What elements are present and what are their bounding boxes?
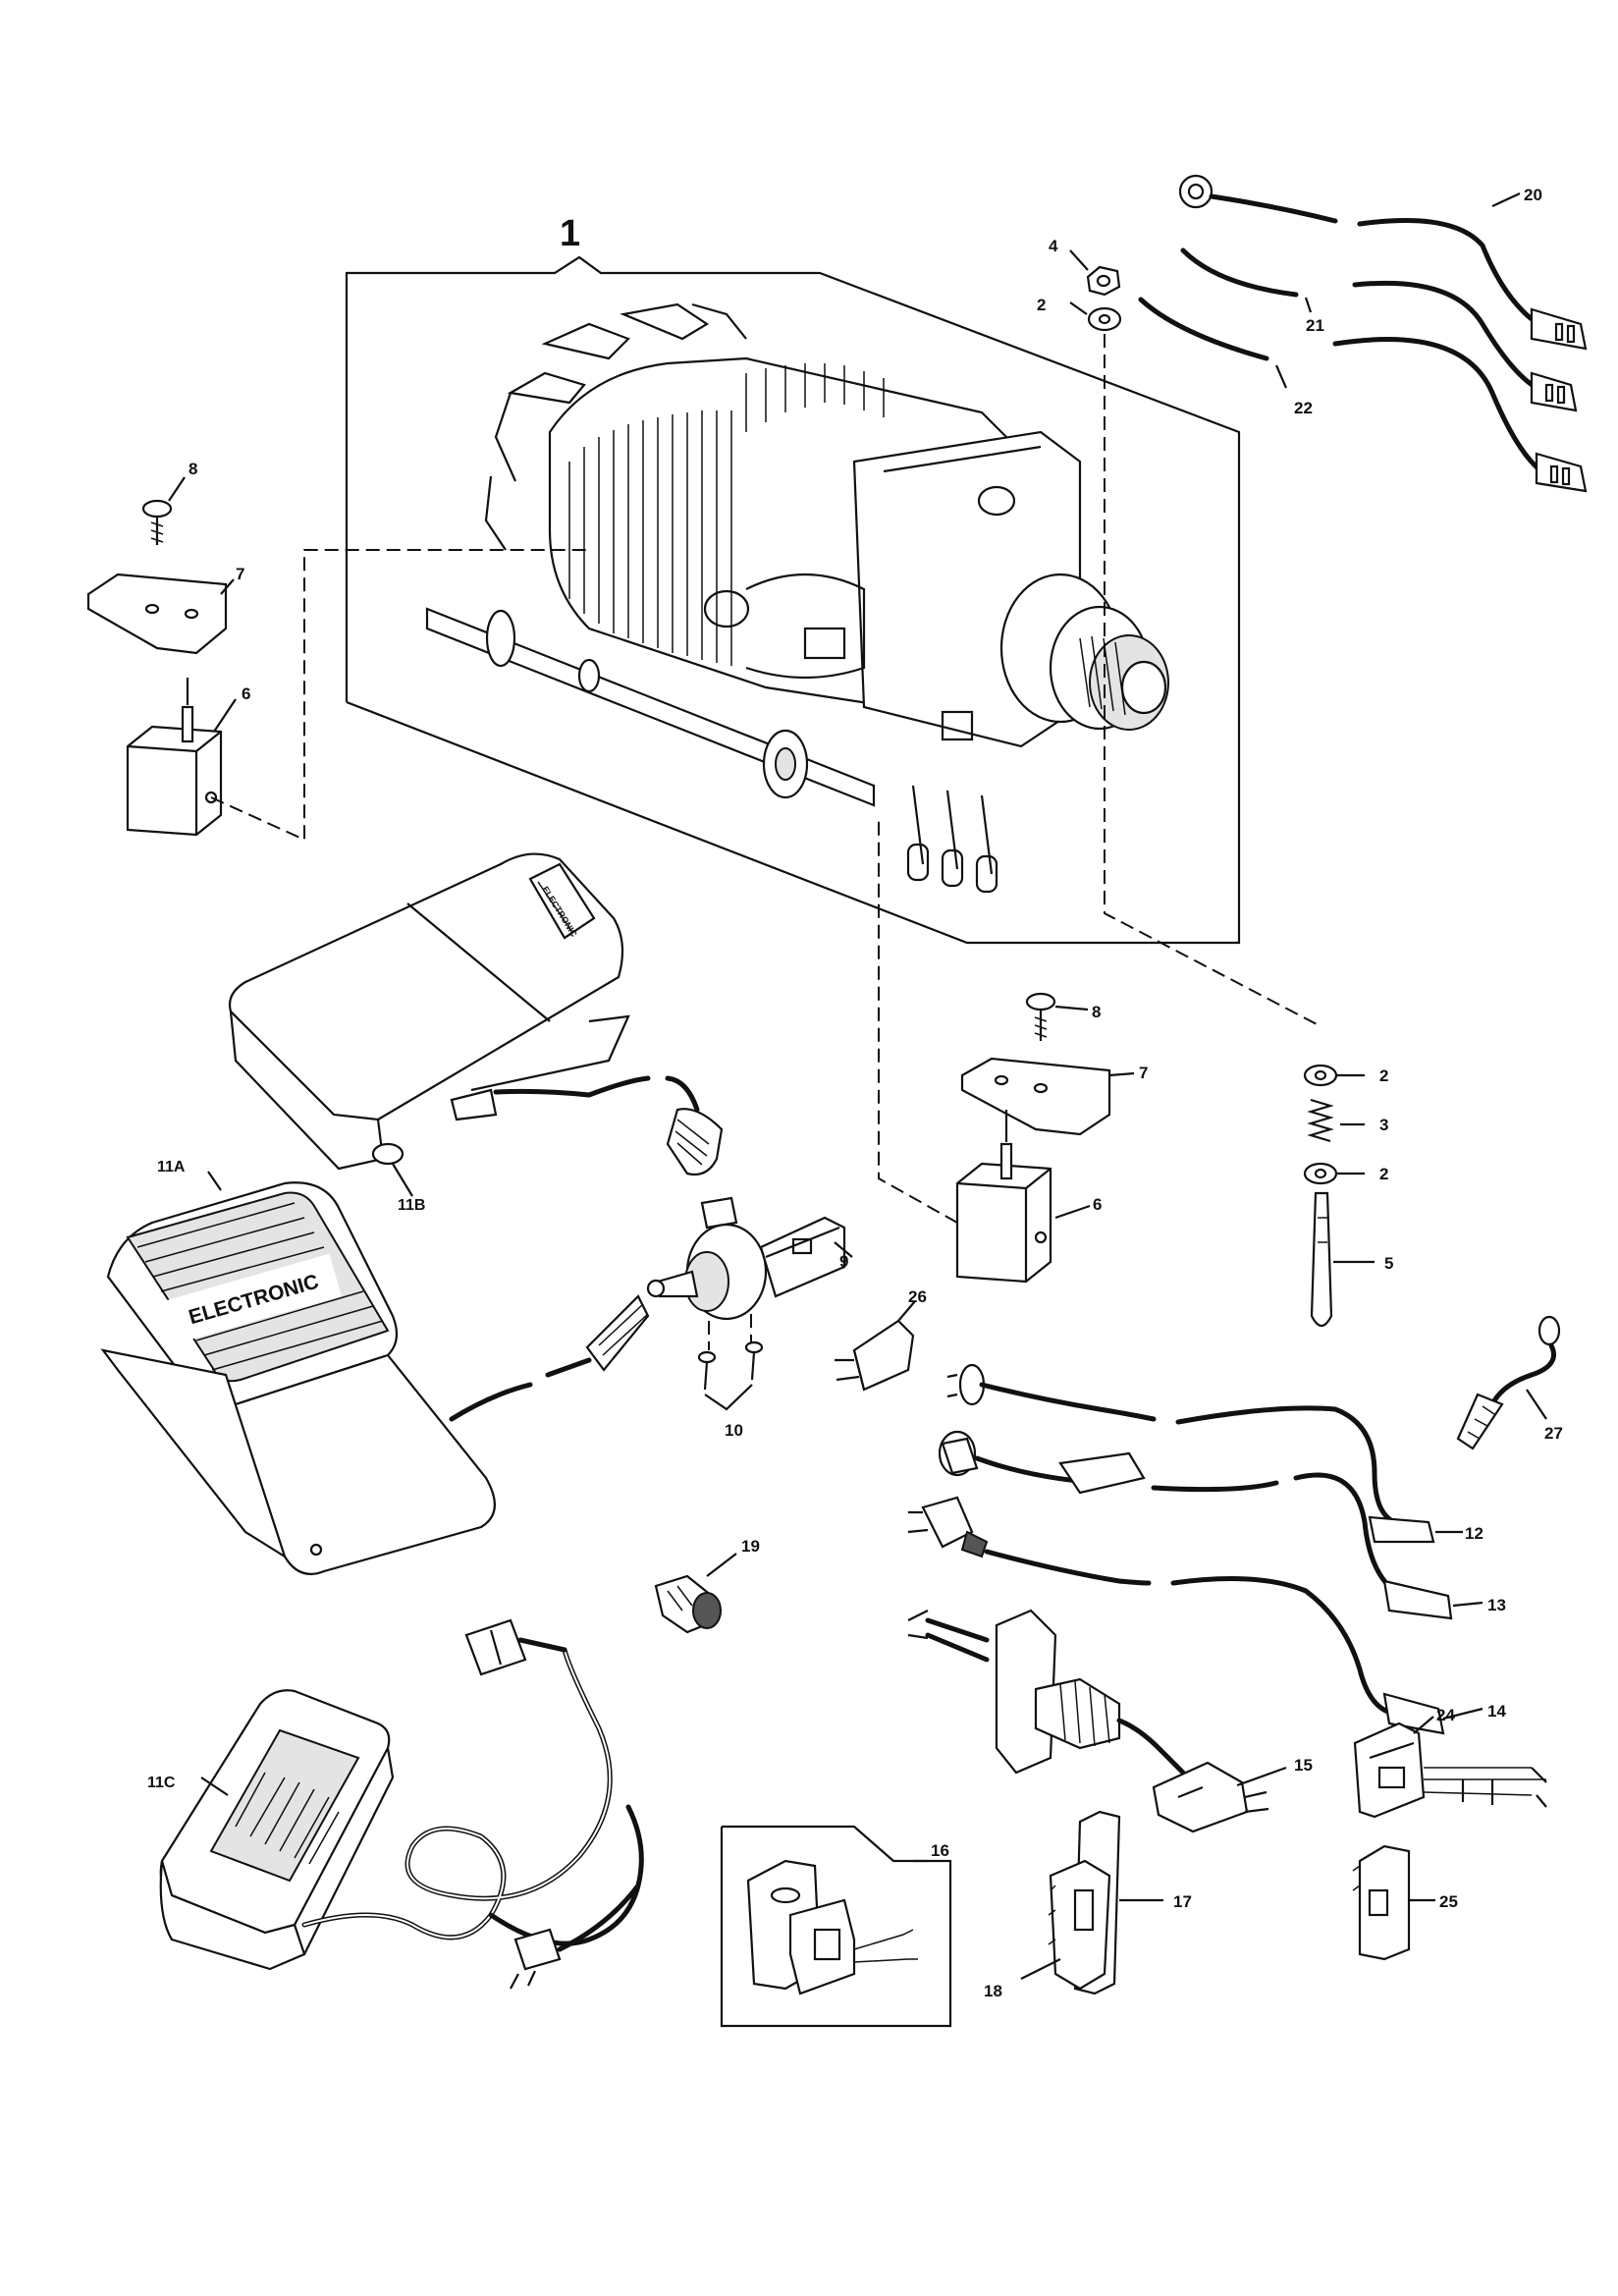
label-20: 20 xyxy=(1524,186,1542,204)
screw-left xyxy=(141,499,173,545)
spring-stack-bottom xyxy=(1303,1064,1375,1328)
label-6-left: 6 xyxy=(242,684,250,703)
label-8-right: 8 xyxy=(1092,1003,1101,1021)
label-1: 1 xyxy=(560,213,580,254)
foot-control-11a: ELECTRONIC xyxy=(100,1171,650,1575)
cord-set-15 xyxy=(907,1609,1287,1833)
motor-shaft xyxy=(425,607,876,807)
label-11a: 11A xyxy=(157,1159,186,1175)
motor-pulley xyxy=(999,573,1169,731)
label-21: 21 xyxy=(1306,316,1324,335)
power-cord-13 xyxy=(938,1430,1483,1620)
label-24: 24 xyxy=(1436,1706,1455,1724)
label-18: 18 xyxy=(984,1982,1002,2000)
part-16-box xyxy=(720,1825,952,2028)
label-25: 25 xyxy=(1439,1892,1458,1911)
label-6-right: 6 xyxy=(1093,1195,1102,1214)
label-16: 16 xyxy=(931,1841,949,1860)
label-7-right: 7 xyxy=(1139,1064,1148,1082)
label-9: 9 xyxy=(839,1252,848,1271)
label-11c: 11C xyxy=(147,1775,176,1791)
label-17: 17 xyxy=(1173,1892,1192,1911)
label-26: 26 xyxy=(908,1287,927,1306)
part-25-clip xyxy=(1352,1844,1435,1961)
label-2-top: 2 xyxy=(1037,296,1046,314)
part-number-labels: 1 4 2 20 21 22 8 7 6 8 7 6 2 3 2 5 11B 1… xyxy=(147,186,1563,2000)
power-cord-12 xyxy=(946,1363,1463,1544)
foot-control-11b xyxy=(228,852,724,1197)
spring-stack-top xyxy=(1069,249,1321,1027)
motor-fan xyxy=(484,302,747,551)
label-2-mid: 2 xyxy=(1379,1066,1388,1085)
motor-laminations xyxy=(568,363,885,666)
wire-nut-19 xyxy=(654,1553,737,1634)
wire-20 xyxy=(1178,174,1588,351)
screws-10 xyxy=(697,1340,764,1411)
motor-terminals xyxy=(906,785,998,894)
foot-control-11c xyxy=(159,1618,644,1990)
label-15: 15 xyxy=(1294,1756,1313,1775)
label-22: 22 xyxy=(1294,399,1313,417)
label-5: 5 xyxy=(1384,1254,1393,1273)
left-brush-group xyxy=(86,476,589,842)
label-8-left: 8 xyxy=(189,460,197,478)
plug-adapter-26 xyxy=(835,1300,916,1392)
part-24-connector xyxy=(1353,1716,1547,1819)
label-13: 13 xyxy=(1487,1596,1506,1614)
pedal-11c-texture xyxy=(235,1772,340,1865)
motor-illustration xyxy=(425,302,1169,894)
motor-assembly-bracket xyxy=(345,255,1241,945)
label-7-left: 7 xyxy=(236,565,244,583)
label-12: 12 xyxy=(1465,1524,1483,1543)
label-10: 10 xyxy=(725,1421,743,1440)
pedal-11a-texture xyxy=(136,1202,384,1371)
controller-connector-9 xyxy=(646,1196,853,1411)
label-11b: 11B xyxy=(398,1197,425,1214)
label-2-low: 2 xyxy=(1379,1165,1388,1183)
label-4: 4 xyxy=(1049,237,1058,255)
label-3: 3 xyxy=(1379,1116,1388,1134)
label-19: 19 xyxy=(741,1537,760,1556)
label-14: 14 xyxy=(1487,1702,1506,1721)
screw-right xyxy=(1025,992,1056,1041)
label-27: 27 xyxy=(1544,1424,1563,1443)
wire-21 xyxy=(1180,247,1578,412)
right-brush-group xyxy=(878,815,1135,1284)
cord-27 xyxy=(1456,1315,1561,1450)
part-17-18-terminal xyxy=(1020,1810,1163,1995)
wire-22 xyxy=(1138,297,1588,493)
